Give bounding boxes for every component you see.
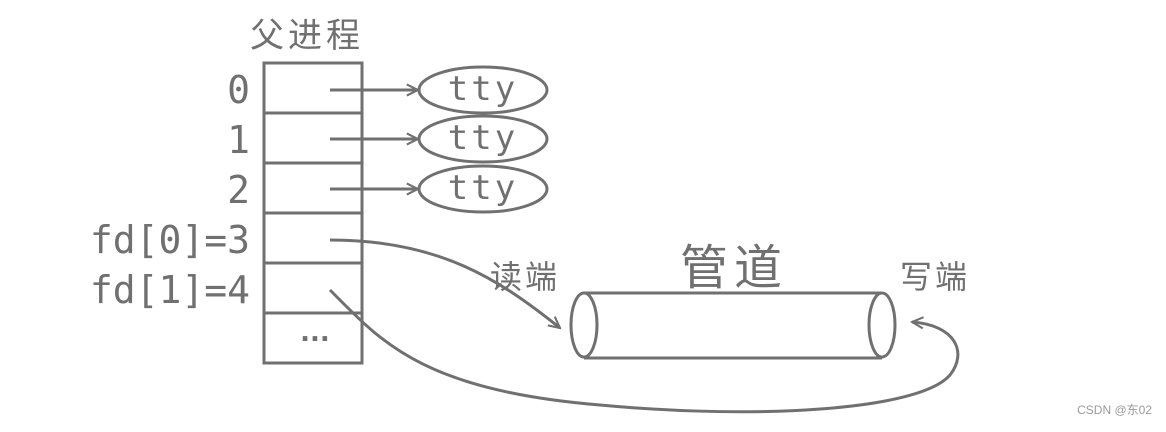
tty-node: [417, 114, 549, 164]
fd-read-index-label: fd[0]=3: [89, 218, 250, 262]
watermark: CSDN @东02: [1077, 403, 1152, 417]
pipe-title: 管道: [680, 240, 789, 296]
parent-process-title: 父进程: [250, 16, 364, 56]
arrow-fd0-to-read-end: [329, 238, 560, 328]
tty-label: tty: [447, 168, 519, 208]
pipe-cylinder: [569, 291, 897, 360]
write-end-label: 写端: [900, 258, 971, 296]
fd-write-index-label: fd[1]=4: [89, 268, 250, 312]
tty-node: [417, 65, 549, 115]
fd-index-label: 0: [227, 68, 250, 112]
fd-table-ellipsis: ...: [300, 318, 330, 348]
tty-label: tty: [447, 118, 519, 158]
read-end-label: 读端: [490, 258, 561, 296]
pipe-read-end-cap: [569, 291, 599, 359]
fd-index-label: 2: [227, 168, 250, 212]
pipe-write-end-cap: [867, 291, 897, 359]
arrow-fd1-to-write-end: [328, 288, 960, 414]
fd-index-label: 1: [227, 118, 250, 162]
tty-node: [417, 164, 549, 214]
tty-label: tty: [447, 69, 519, 109]
fd-table: [262, 61, 364, 365]
